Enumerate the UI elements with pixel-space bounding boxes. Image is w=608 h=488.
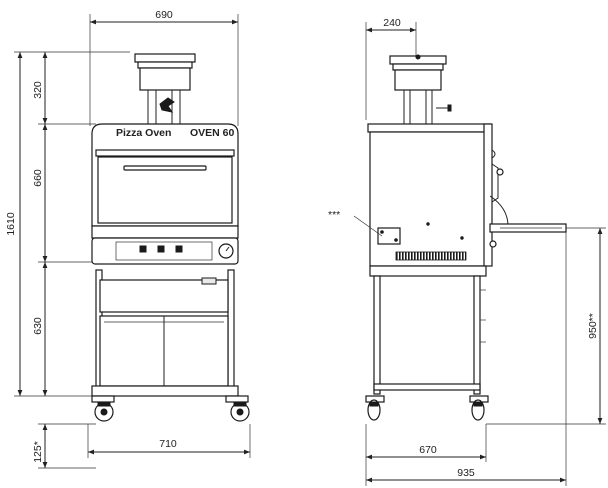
dim-front-width-bottom: 710 — [87, 424, 251, 458]
dim-label-240: 240 — [383, 17, 401, 29]
side-shelf — [489, 223, 567, 233]
dim-side-depth: 670 — [365, 424, 487, 486]
dim-label-320: 320 — [32, 81, 44, 99]
front-view: 690 1610 320 660 630 125* — [5, 9, 251, 469]
side-wheels — [365, 395, 489, 421]
front-wheels — [91, 395, 250, 422]
dim-label-935: 935 — [457, 467, 475, 479]
side-chimney — [389, 54, 452, 126]
front-stand — [91, 269, 239, 397]
dim-overall-depth: 935 — [366, 232, 567, 486]
dim-label-710: 710 — [159, 438, 177, 450]
side-oven — [367, 123, 509, 267]
dim-front-width-top: 690 — [89, 9, 239, 126]
callout-label: *** — [328, 209, 340, 221]
dim-side-chimney: 240 — [365, 17, 417, 120]
front-logo-left: Pizza Oven — [116, 127, 171, 139]
front-oven: Pizza Oven OVEN 60 — [91, 123, 239, 227]
side-stand — [369, 265, 487, 395]
callout-marker: *** — [328, 209, 383, 237]
dim-label-1610: 1610 — [5, 212, 17, 236]
front-control-panel — [91, 225, 239, 265]
front-chimney — [134, 53, 196, 124]
dim-label-950: 950** — [587, 313, 599, 339]
dim-label-660: 660 — [32, 169, 44, 187]
dim-side-shelf-height: 950** — [486, 227, 606, 425]
dim-label-630: 630 — [32, 317, 44, 335]
dim-label-690: 690 — [155, 9, 173, 21]
side-view: 240 — [328, 17, 606, 486]
dim-label-670: 670 — [419, 444, 437, 456]
dim-label-125: 125* — [32, 441, 44, 463]
front-logo-right: OVEN 60 — [190, 127, 235, 139]
dim-front-heights: 1610 320 660 630 125* — [5, 51, 130, 469]
